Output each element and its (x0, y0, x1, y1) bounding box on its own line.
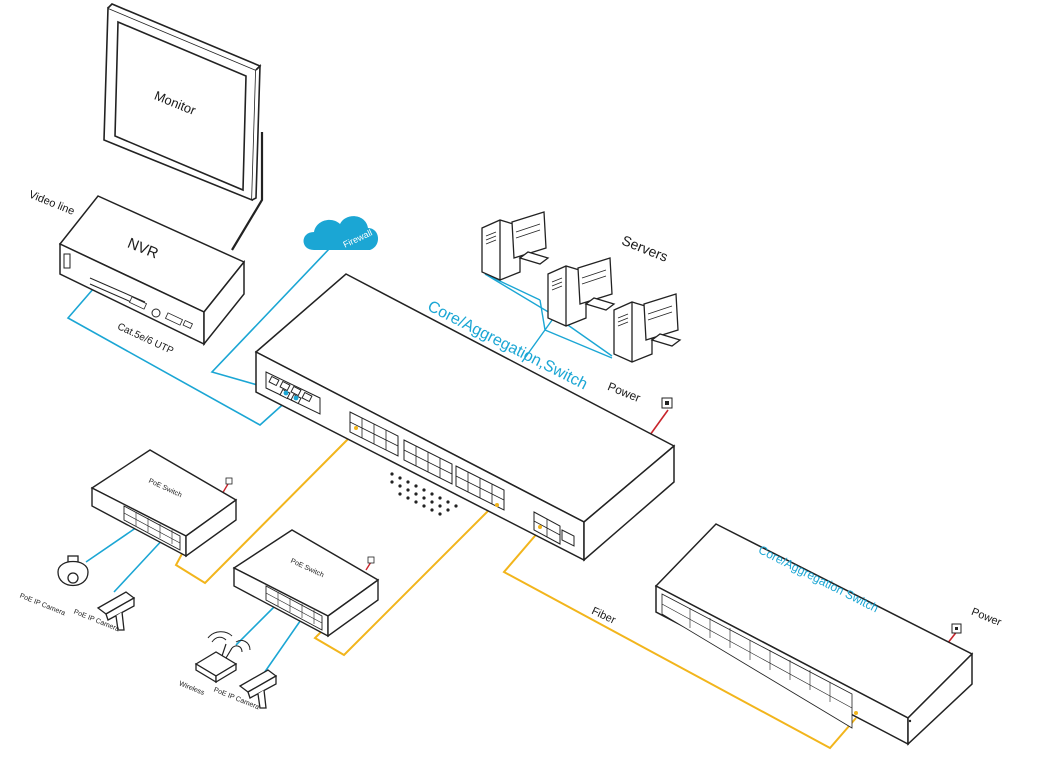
uplink-ports (265, 371, 321, 415)
poe-switch-2: PoE Switch (232, 529, 380, 638)
monitor: Monitor (103, 3, 262, 202)
power-socket-secondary (951, 623, 962, 634)
power-secondary-label: Power (970, 606, 1004, 629)
nvr: NVR (58, 195, 246, 347)
fiber-cable-poe1 (174, 432, 355, 585)
power-socket-icon (367, 556, 375, 564)
video-line-cable (231, 132, 264, 251)
fiber-cable-core2 (502, 529, 857, 750)
power-cable-main (649, 409, 669, 436)
servers-group (481, 211, 682, 363)
cat-utp-cable (66, 287, 291, 426)
bullet-camera-1 (96, 591, 136, 631)
servers-cable (484, 273, 613, 363)
poe1-camera-cable (85, 524, 167, 593)
poe-camera-dome-label: PoE IP Camera (18, 593, 66, 618)
sfp-ports (533, 511, 575, 547)
firewall-cloud-icon (303, 216, 379, 250)
core-switch-secondary: Core/Aggregation Switch (654, 523, 974, 746)
port-group-1 (349, 411, 399, 457)
power-main-label: Power (606, 379, 643, 405)
wireless-label: Wireless (178, 680, 206, 697)
server-icon (613, 293, 682, 363)
port-group-2 (403, 439, 453, 485)
bullet-camera-2 (238, 669, 278, 709)
fiber-label: Fiber (590, 605, 618, 627)
dome-camera (57, 555, 89, 586)
cat-utp-label: Cat.5e/6 UTP (115, 321, 175, 357)
video-line-label: Video line (27, 189, 76, 218)
servers-label: Servers (620, 232, 671, 265)
port-group-3 (455, 465, 505, 511)
switch-vent-dots (390, 472, 458, 516)
power-socket-main (661, 397, 673, 409)
poe-switch-1: PoE Switch (90, 449, 238, 558)
wireless-ap (194, 631, 251, 684)
server-icon (481, 211, 550, 281)
core-switch-main: Core/Aggregation,Switch (254, 273, 676, 562)
server-icon (547, 257, 616, 327)
power-socket-icon (225, 477, 233, 485)
firewall: Firewall (303, 216, 379, 250)
fiber-cable-poe2 (313, 502, 497, 657)
